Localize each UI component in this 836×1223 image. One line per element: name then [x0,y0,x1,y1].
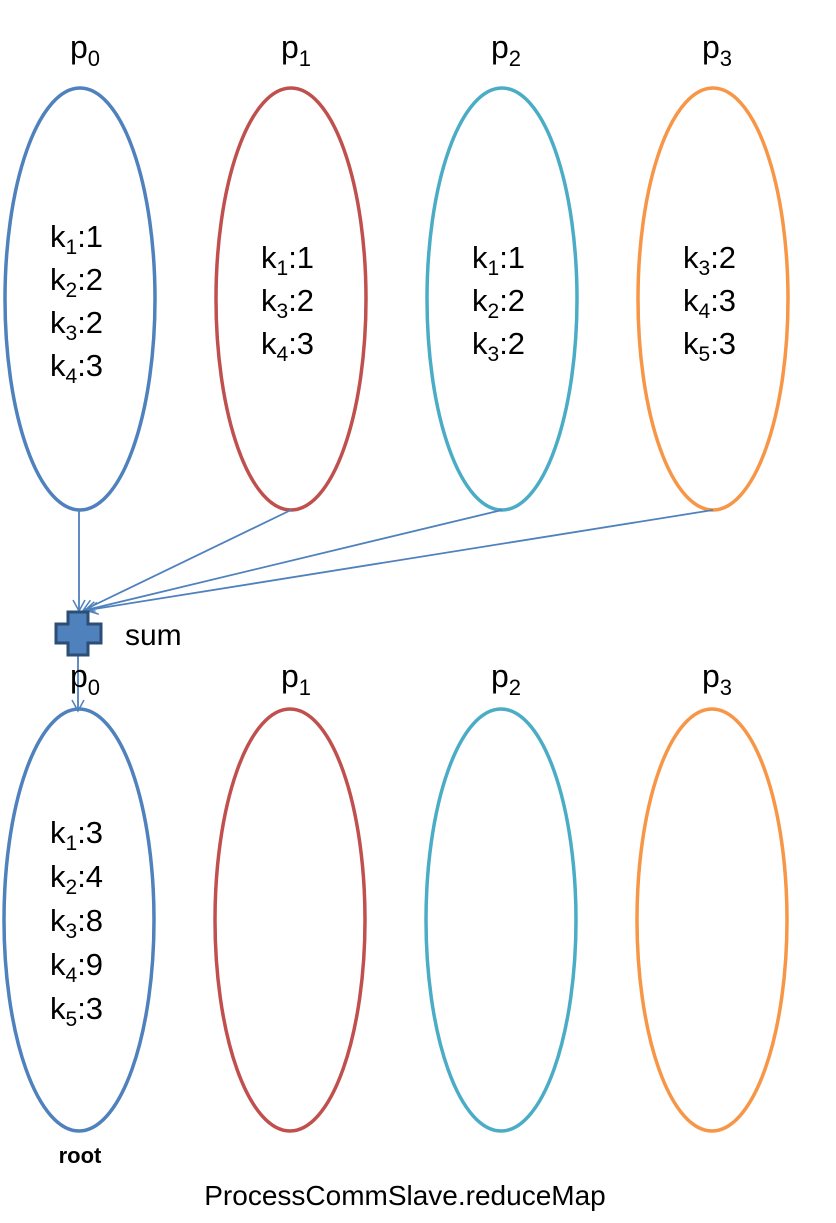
bottom-entries-p0: k1:3 k2:4 k3:8 k4:9 k5:3 [50,815,103,1031]
result-entry: k2:4 [50,859,103,899]
arrow-p1-to-sum [81,509,292,612]
diagram-caption: ProcessCommSlave.reduceMap [204,1180,606,1211]
top-process-label-p1: p1 [281,29,311,71]
result-entry: k5:3 [50,991,103,1031]
top-entry: k4:3 [50,348,103,388]
bottom-process-label-p3: p3 [702,658,732,700]
top-process-label-p3: p3 [702,29,732,71]
top-entry: k4:3 [261,326,314,366]
result-entry: k4:9 [50,947,103,987]
top-entry: k1:1 [50,219,103,259]
top-entries-p2: k1:1 k2:2 k3:2 [472,240,525,366]
result-entry: k3:8 [50,903,103,943]
arrow-p3-to-sum [85,509,714,616]
top-entry: k1:1 [261,240,314,280]
top-entries-p3: k3:2 k4:3 k5:3 [683,240,736,366]
bottom-process-ellipse-p2 [424,707,578,1133]
top-entry: k5:3 [683,326,736,366]
top-process-label-p2: p2 [491,29,521,71]
top-entry: k3:2 [50,305,103,345]
top-row: p0 p1 p2 p3 k1:1 k2:2 k3:2 k4:3 k1:1 k3:… [3,29,790,512]
top-entry: k3:2 [472,326,525,366]
top-entry: k2:2 [50,262,103,302]
top-entry: k3:2 [261,283,314,323]
sum-operator: sum [54,610,182,657]
top-entries-p0: k1:1 k2:2 k3:2 k4:3 [50,219,103,388]
bottom-process-label-p1: p1 [281,658,311,700]
top-process-label-p0: p0 [70,29,100,71]
root-label: root [59,1143,102,1168]
top-entry: k1:1 [472,240,525,280]
bottom-process-label-p2: p2 [491,658,521,700]
bottom-process-label-p0: p0 [70,658,100,700]
bottom-row: p0 p1 p2 p3 k1:3 k2:4 k3:8 k4:9 k5:3 roo… [2,658,789,1168]
top-entry: k3:2 [683,240,736,280]
top-process-ellipse-p0 [3,86,157,512]
reduce-arrows [71,509,714,713]
plus-icon [54,610,103,657]
result-entry: k1:3 [50,815,103,855]
top-entry: k4:3 [683,283,736,323]
top-entries-p1: k1:1 k3:2 k4:3 [261,240,314,366]
bottom-process-ellipse-p1 [213,707,367,1133]
bottom-process-ellipse-p3 [635,707,789,1133]
sum-label: sum [125,619,182,652]
bottom-process-ellipse-p0 [2,707,156,1133]
top-entry: k2:2 [472,283,525,323]
arrow-p2-to-sum [83,509,503,615]
